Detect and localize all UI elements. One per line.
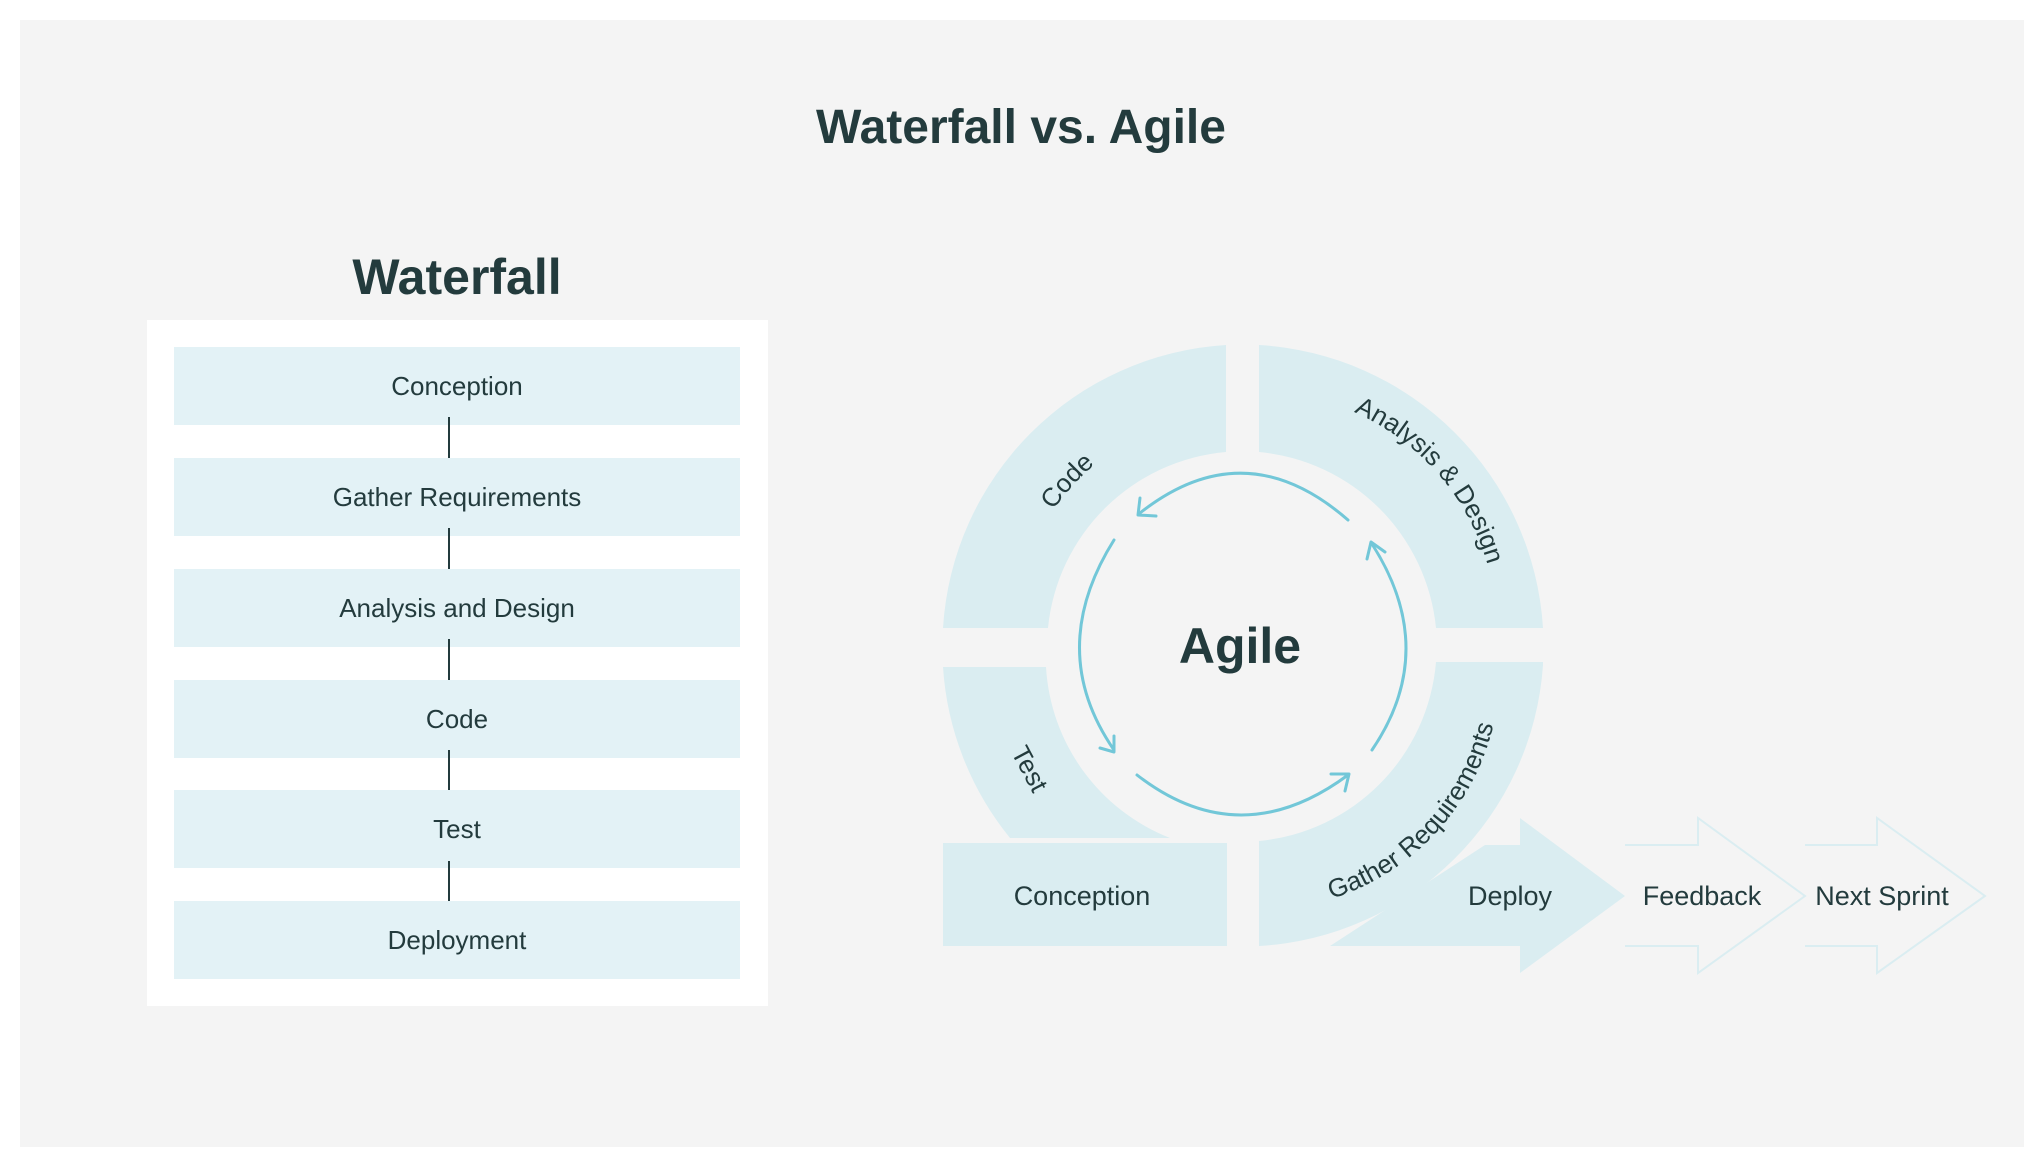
feedback-arrow xyxy=(1625,816,1807,975)
agile-label-conception: Conception xyxy=(1014,881,1151,911)
cycle-arrow-left-head xyxy=(1098,734,1116,754)
cycle-arrow-right xyxy=(1370,542,1408,752)
page-title: Waterfall vs. Agile xyxy=(816,101,1226,154)
agile-segment-conception xyxy=(943,843,1227,946)
cycle-arrow-left xyxy=(1078,538,1116,752)
agile-segment-code xyxy=(943,345,1226,628)
waterfall-step-analysis-design: Analysis and Design xyxy=(174,569,740,647)
flow-label-next-sprint: Next Sprint xyxy=(1815,881,1949,911)
waterfall-step-gather-requirements: Gather Requirements xyxy=(174,458,740,536)
waterfall-step-code: Code xyxy=(174,680,740,758)
next-sprint-arrow xyxy=(1805,816,1987,975)
agile-segment-analysis xyxy=(1259,345,1543,628)
cycle-arrow-top xyxy=(1138,471,1350,522)
cycle-arrow-right-head xyxy=(1365,540,1387,561)
waterfall-title: Waterfall xyxy=(352,249,562,305)
agile-segment-test xyxy=(943,667,1170,838)
waterfall-card xyxy=(147,320,768,1006)
flow-label-deploy: Deploy xyxy=(1468,881,1553,911)
waterfall-step-conception: Conception xyxy=(174,347,740,425)
deploy-arrow xyxy=(1330,818,1625,973)
agile-segment-gather xyxy=(1259,662,1543,946)
cycle-arrow-top-head xyxy=(1136,496,1158,518)
cycle-arrow-bottom xyxy=(1135,773,1350,817)
agile-center-label: Agile xyxy=(1179,618,1301,674)
waterfall-step-deployment: Deployment xyxy=(174,901,740,979)
waterfall-step-test: Test xyxy=(174,790,740,868)
flow-label-feedback: Feedback xyxy=(1643,881,1762,911)
cycle-arrow-bottom-head xyxy=(1329,772,1351,793)
